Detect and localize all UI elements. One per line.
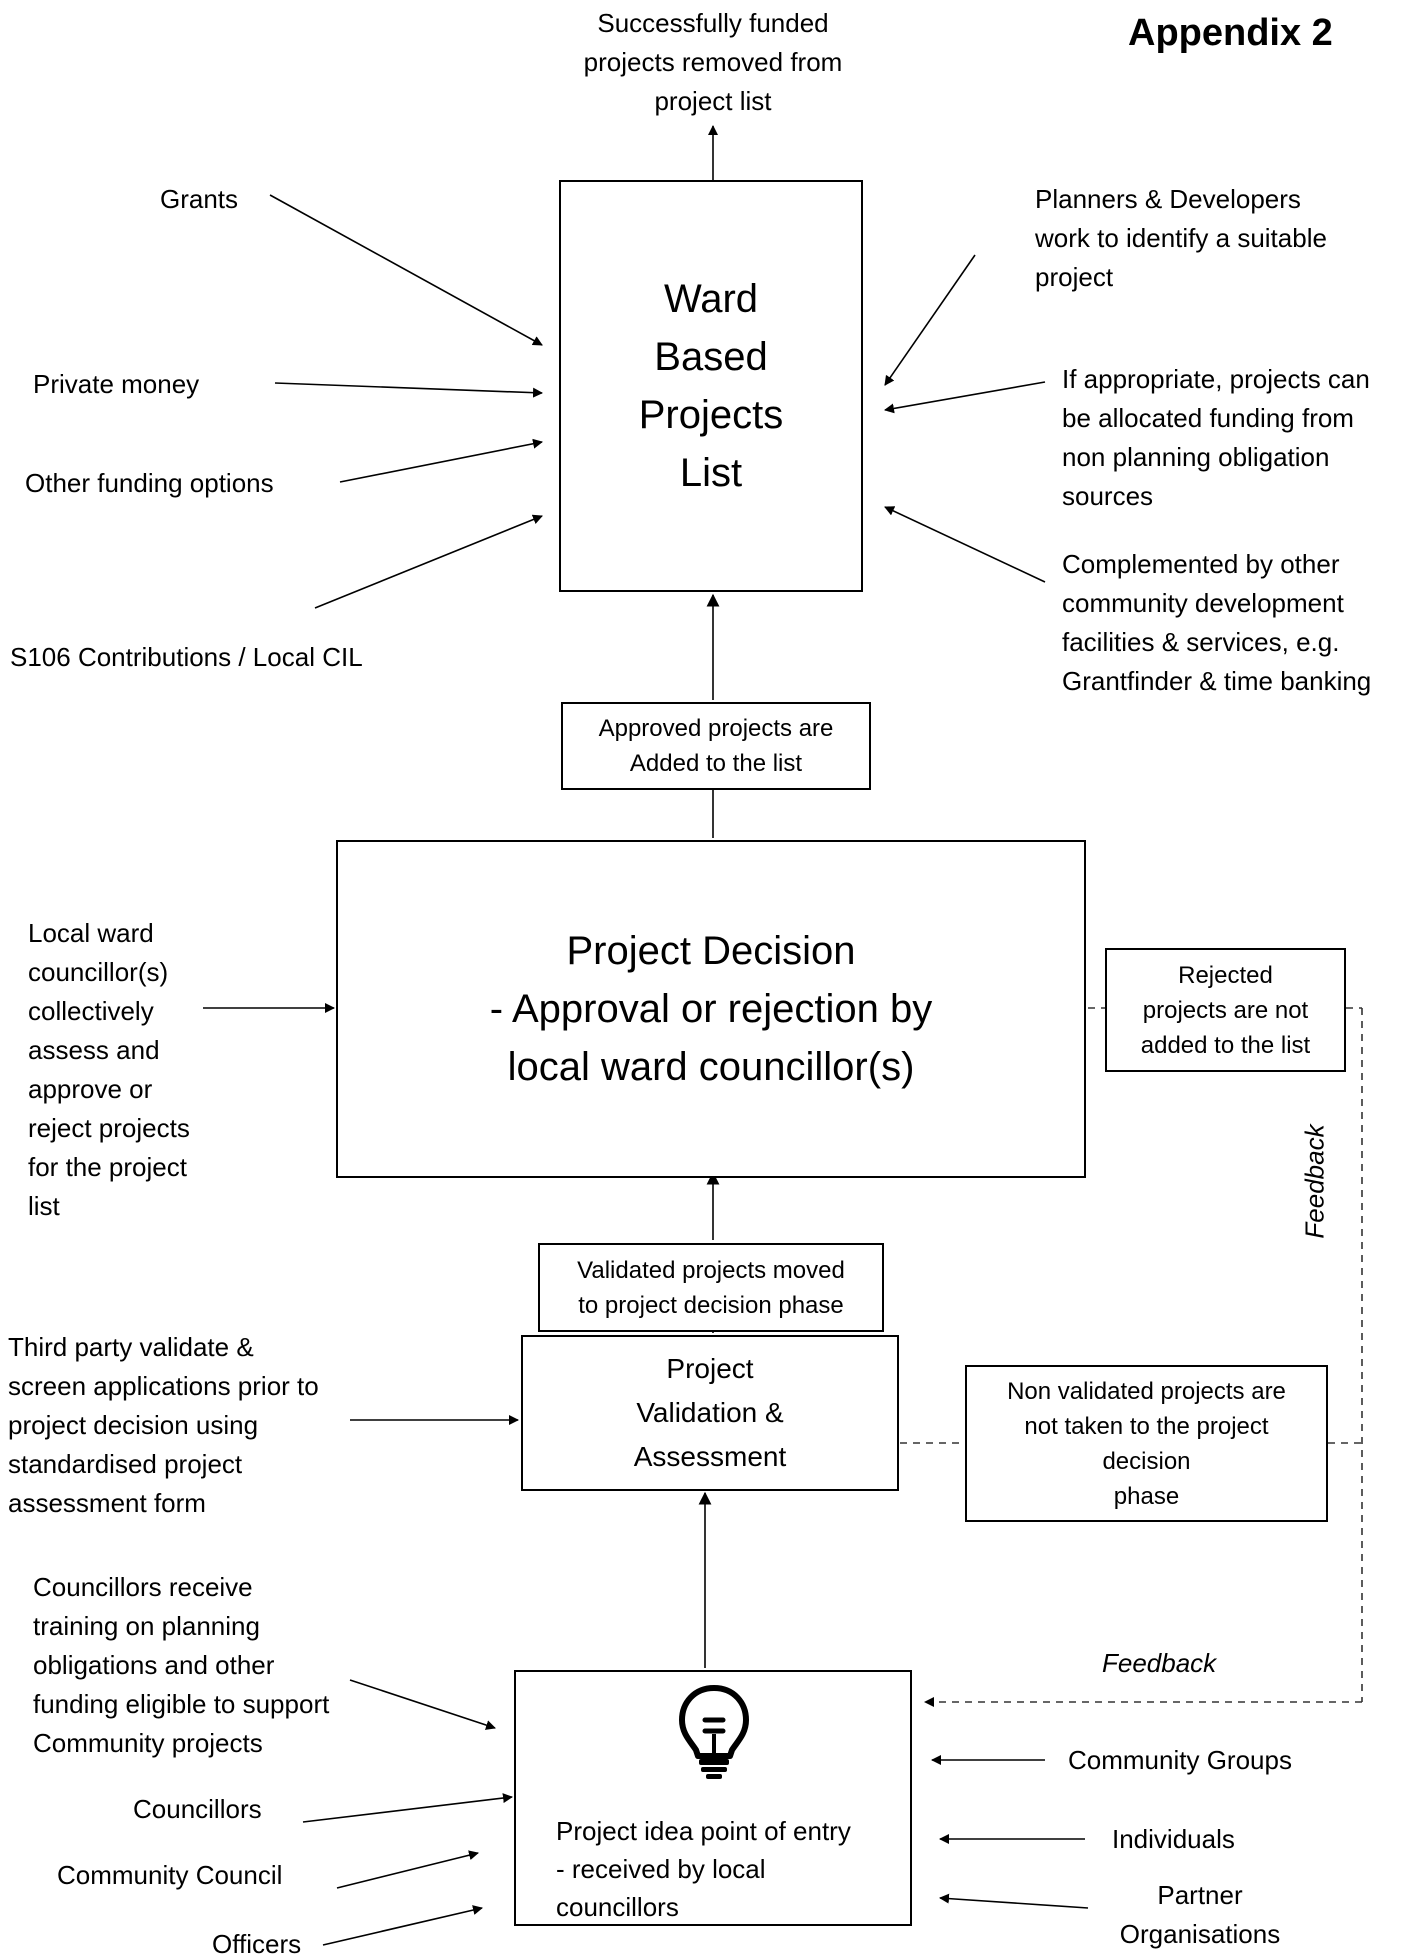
arrow-training — [349, 1679, 496, 1730]
removed-projects-note: Successfully funded projects removed fro… — [583, 8, 843, 116]
lightbulb-icon — [679, 1685, 749, 1779]
arrow-complemented — [884, 506, 1046, 583]
arrow-councillors — [302, 1793, 513, 1823]
project-decision-box: Project Decision - Approval or rejection… — [336, 840, 1086, 1178]
arrow-private-money — [274, 382, 543, 398]
project-entry-label: Project idea point of entry - received b… — [556, 1816, 851, 1922]
arrow-grants — [269, 194, 543, 346]
other-funding-label: Other funding options — [25, 468, 274, 498]
rejected-projects-label: Rejected projects are not added to the l… — [1140, 961, 1311, 1059]
third-party-label: Third party validate & screen applicatio… — [8, 1332, 319, 1518]
arrow-partner-orgs — [939, 1893, 1089, 1909]
rejected-projects-box: Rejected projects are not added to the l… — [1105, 948, 1346, 1072]
planners-label: Planners & Developers work to identify a… — [1035, 184, 1327, 292]
non-validated-projects-label: Non validated projects are not taken to … — [1007, 1377, 1286, 1510]
private-money-label: Private money — [33, 369, 200, 399]
officers-label: Officers — [212, 1929, 302, 1959]
feedback-vertical-label: Feedback — [1299, 1124, 1330, 1239]
arrow-planners — [884, 254, 976, 386]
arrow-non-planning — [884, 381, 1046, 414]
community-council-label: Community Council — [57, 1860, 283, 1890]
s106-label: S106 Contributions / Local CIL — [10, 642, 363, 672]
arrow-community-council — [336, 1850, 479, 1889]
individuals-label: Individuals — [1112, 1824, 1235, 1854]
non-planning-label: If appropriate, projects can be allocate… — [1062, 364, 1370, 511]
approved-projects-box: Approved projects are Added to the list — [561, 702, 871, 790]
councillors-label: Councillors — [133, 1794, 262, 1824]
approved-projects-label: Approved projects are Added to the list — [598, 715, 834, 777]
validated-projects-box: Validated projects moved to project deci… — [538, 1243, 884, 1332]
validated-projects-label: Validated projects moved to project deci… — [577, 1256, 845, 1319]
feedback-horizontal-label: Feedback — [1102, 1648, 1217, 1678]
ward-based-projects-list-box: Ward Based Projects List — [559, 180, 863, 592]
project-validation-label: Project Validation & Assessment — [633, 1353, 787, 1472]
partner-organisations-label: Partner Organisations — [1119, 1880, 1281, 1949]
appendix-title: Appendix 2 — [1128, 12, 1333, 54]
ward-list-label: Ward Based Projects List — [638, 277, 784, 495]
community-groups-label: Community Groups — [1068, 1745, 1292, 1775]
ward-councillors-label: Local ward councillor(s) collectively as… — [28, 918, 190, 1221]
complemented-label: Complemented by other community developm… — [1062, 549, 1372, 696]
project-entry-box: Project idea point of entry - received b… — [514, 1670, 912, 1926]
grants-label: Grants — [160, 184, 239, 214]
project-validation-box: Project Validation & Assessment — [521, 1335, 899, 1491]
arrow-officers — [322, 1905, 483, 1946]
non-validated-projects-box: Non validated projects are not taken to … — [965, 1365, 1328, 1522]
project-decision-label: Project Decision - Approval or rejection… — [489, 929, 933, 1089]
arrow-s106 — [314, 514, 543, 609]
training-label: Councillors receive training on planning… — [33, 1572, 330, 1758]
arrow-other-funding — [339, 438, 543, 483]
